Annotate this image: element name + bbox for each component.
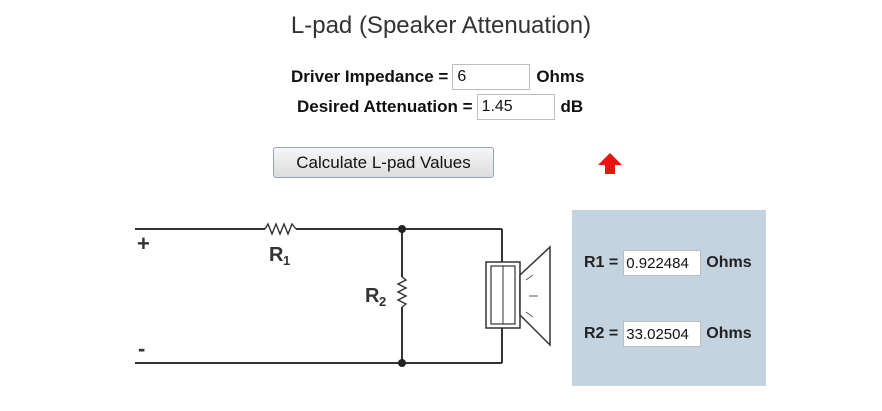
junction-dot-bottom <box>398 359 406 367</box>
impedance-label: Driver Impedance = <box>291 67 449 86</box>
attenuation-input[interactable] <box>476 94 555 120</box>
r2-result-unit: Ohms <box>706 325 752 342</box>
lpad-circuit-diagram: + - R 1 R 2 <box>135 222 551 367</box>
attenuation-unit: dB <box>560 97 584 116</box>
plus-label: + <box>137 231 150 256</box>
impedance-input[interactable] <box>452 64 531 90</box>
r2-resistor-icon <box>396 276 408 308</box>
impedance-unit: Ohms <box>536 67 585 86</box>
r2-label-letter: R <box>365 285 380 307</box>
junction-dot-top <box>398 225 406 233</box>
impedance-row: Driver Impedance = Ohms <box>291 64 585 90</box>
attenuation-row: Desired Attenuation = dB <box>297 94 583 120</box>
page-title: L-pad (Speaker Attenuation) <box>290 12 592 39</box>
r1-result-label: R1 = <box>584 254 619 271</box>
r2-label-sub: 2 <box>379 294 386 309</box>
calculate-button[interactable]: Calculate L-pad Values <box>273 147 494 178</box>
minus-label: - <box>138 336 145 361</box>
results-panel: R1 = Ohms R2 = Ohms <box>572 210 766 386</box>
speaker-icon <box>485 245 551 347</box>
attenuation-label: Desired Attenuation = <box>297 97 473 116</box>
red-up-arrow-icon <box>598 153 622 174</box>
r1-resistor-icon <box>264 222 297 236</box>
r2-result-label: R2 = <box>584 325 619 342</box>
r2-result-field[interactable] <box>623 321 702 347</box>
r2-result-row: R2 = Ohms <box>584 321 752 347</box>
r1-label-sub: 1 <box>283 253 290 268</box>
r1-label-letter: R <box>269 244 284 266</box>
r1-result-unit: Ohms <box>706 254 752 271</box>
r1-result-row: R1 = Ohms <box>584 250 752 276</box>
r1-result-field[interactable] <box>623 250 702 276</box>
